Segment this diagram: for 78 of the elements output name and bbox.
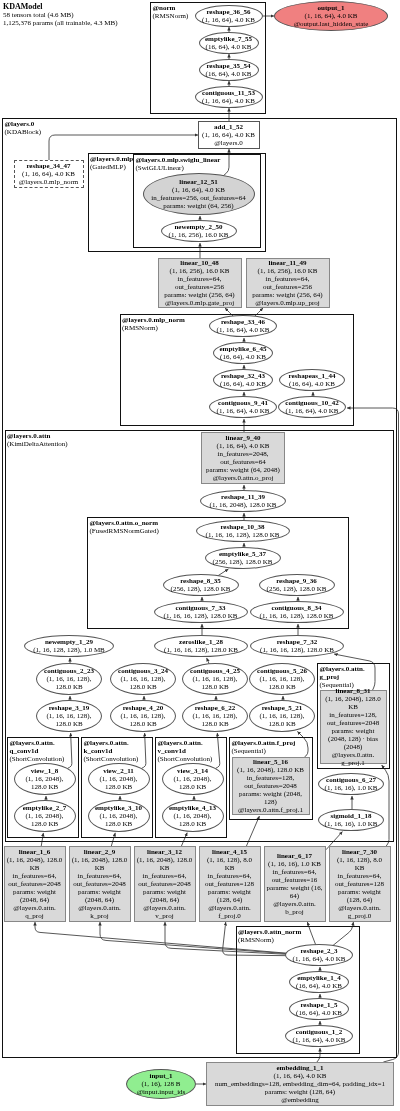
module-frame (81, 737, 153, 838)
tensor-ellipse (198, 58, 259, 81)
tensor-ellipse (279, 369, 345, 391)
tensor-ellipse (194, 4, 263, 27)
tensor-ellipse (161, 799, 224, 832)
arrow (68, 695, 72, 702)
tensor-ellipse (289, 998, 349, 1020)
arrow (242, 364, 246, 371)
arrow (206, 657, 210, 665)
op-box (197, 120, 260, 149)
tensor-ellipse (13, 799, 76, 832)
arrow (68, 657, 72, 665)
arrow (318, 966, 322, 973)
tensor-ellipse (213, 369, 273, 391)
tensor-ellipse (318, 809, 384, 831)
module-frame (155, 737, 227, 838)
arrow (318, 993, 322, 1000)
module-frame (2, 118, 397, 1058)
layer-box (68, 845, 131, 922)
tensor-ellipse (289, 971, 349, 993)
layer-box (157, 257, 242, 308)
arrow (281, 695, 285, 702)
arrow (142, 695, 146, 702)
tensor-ellipse (110, 700, 176, 732)
module-frame (4, 429, 394, 842)
arrow (242, 337, 246, 344)
arrow (227, 80, 231, 87)
tensor-ellipse (249, 700, 315, 732)
arrow (200, 596, 204, 603)
module-frame (229, 737, 313, 820)
tensor-ellipse (182, 663, 248, 695)
arrow (227, 53, 231, 60)
arrow (242, 484, 246, 492)
tensor-ellipse (250, 635, 344, 657)
tensor-ellipse (36, 700, 102, 732)
layer-box (319, 689, 387, 764)
module-frame (235, 925, 360, 1054)
module-frame (87, 152, 266, 252)
layer-box (328, 845, 391, 922)
layer-box (231, 756, 310, 815)
layer-box (198, 845, 261, 922)
layer-box (245, 257, 330, 308)
module-frame (133, 154, 261, 248)
tensor-ellipse (110, 663, 176, 695)
arrow (227, 26, 231, 33)
diagram-title: KDAModel (3, 2, 43, 11)
tensor-ellipse (198, 31, 259, 54)
tensor-ellipse (194, 85, 263, 108)
tensor-ellipse (161, 762, 224, 795)
layer-box (201, 432, 285, 484)
tensor-ellipse (213, 342, 273, 364)
tensor-ellipse (318, 773, 384, 795)
tensor-box (13, 159, 84, 188)
layer-box (263, 845, 326, 922)
module-frame (119, 313, 354, 426)
arrow (296, 596, 300, 603)
tensor-ellipse (182, 700, 248, 732)
layer-box (133, 845, 196, 922)
module-frame (317, 663, 390, 769)
tensor-ellipse (87, 799, 150, 832)
layer-box (206, 1062, 394, 1106)
tensor-ellipse (13, 762, 76, 795)
arrow (214, 695, 218, 702)
arrow (192, 795, 196, 802)
arrow (44, 795, 48, 802)
tensor-ellipse (36, 663, 102, 695)
tensor-ellipse (249, 663, 315, 695)
arrow (242, 542, 246, 549)
module-frame (7, 737, 79, 838)
arrow (242, 391, 246, 398)
arrow (318, 1020, 322, 1027)
tensor-ellipse (87, 762, 150, 795)
module-frame (87, 517, 349, 629)
layer-box (3, 845, 66, 922)
module-frame (150, 2, 266, 114)
arrow (118, 795, 122, 802)
arrow (311, 391, 315, 398)
arrow (198, 215, 202, 222)
